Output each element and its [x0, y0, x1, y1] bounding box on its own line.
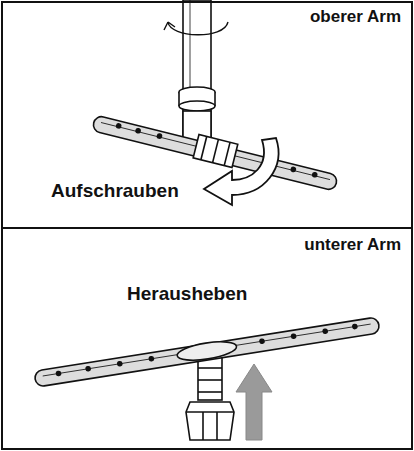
instruction-panel: unterer ArmHerausheben [1, 227, 413, 450]
panel-heading: unterer Arm [302, 235, 403, 255]
action-label: Herausheben [125, 283, 249, 305]
instruction-panel: oberer ArmAufschrauben [1, 1, 413, 229]
upper-arm-figure [91, 0, 339, 205]
lower-arm-figure [34, 316, 380, 440]
panel-heading: oberer Arm [308, 7, 403, 27]
action-label: Aufschrauben [49, 180, 181, 202]
